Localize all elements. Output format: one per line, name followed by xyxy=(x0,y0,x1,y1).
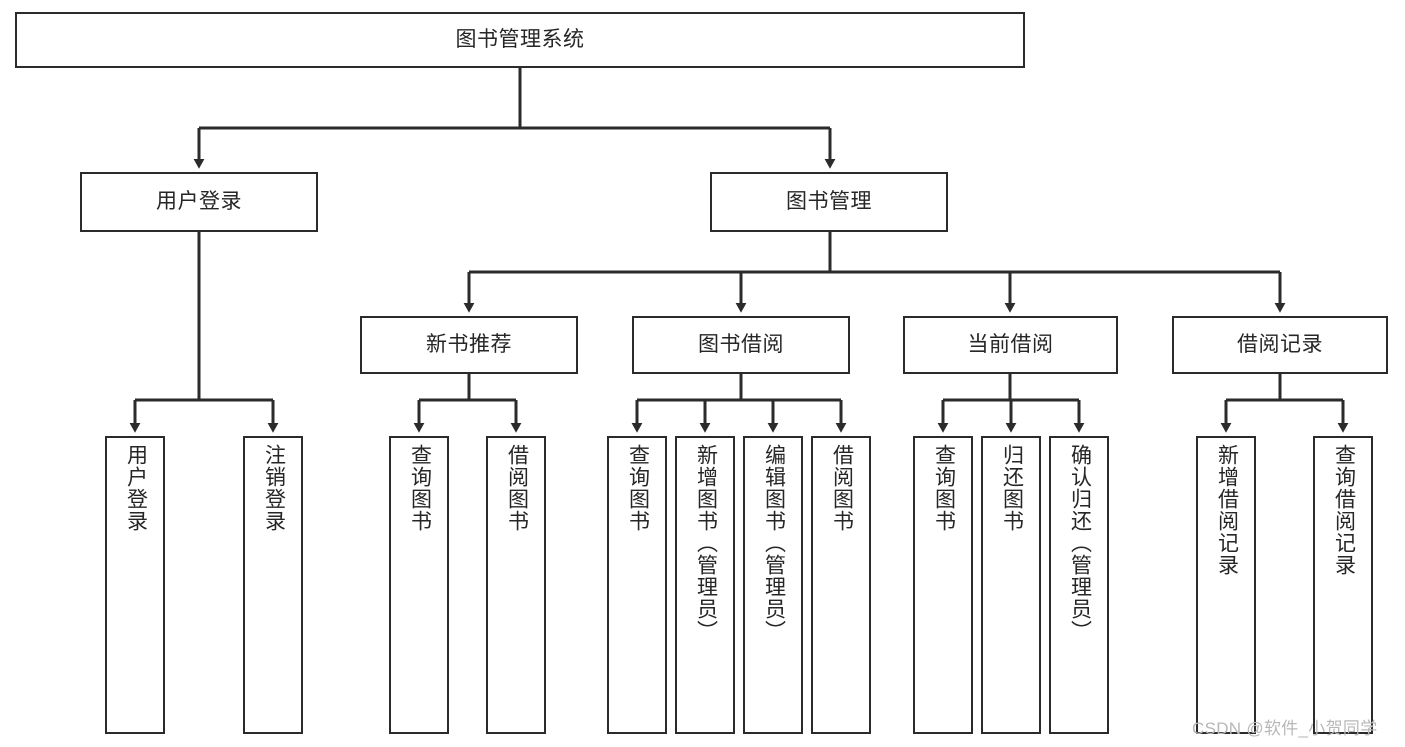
node-user-login-label: 用户登录 xyxy=(156,189,242,213)
node-leaf-borrow-book[interactable]: 借阅图书 xyxy=(811,436,871,734)
node-leaf-query-borrow-record[interactable]: 查询借阅记录 xyxy=(1313,436,1373,734)
node-leaf-add-borrow-record[interactable]: 新增借阅记录 xyxy=(1196,436,1256,734)
node-leaf-return-book-label: 归还图书 xyxy=(1000,444,1024,532)
node-leaf-borrow-book-recommend-label: 借阅图书 xyxy=(505,444,529,532)
node-leaf-return-book[interactable]: 归还图书 xyxy=(981,436,1041,734)
node-leaf-query-book-recommend[interactable]: 查询图书 xyxy=(389,436,449,734)
node-leaf-borrow-book-label: 借阅图书 xyxy=(830,444,854,532)
node-current-borrow-label: 当前借阅 xyxy=(967,332,1054,356)
node-borrow-record[interactable]: 借阅记录 xyxy=(1172,316,1388,374)
node-leaf-user-login[interactable]: 用户登录 xyxy=(105,436,165,734)
node-root[interactable]: 图书管理系统 xyxy=(15,12,1025,68)
node-leaf-query-book-current-label: 查询图书 xyxy=(932,444,956,532)
node-leaf-edit-book-admin-label: 编辑图书（管理员） xyxy=(762,444,786,642)
node-current-borrow[interactable]: 当前借阅 xyxy=(903,316,1118,374)
node-leaf-add-book-admin-label: 新增图书（管理员） xyxy=(694,444,718,642)
node-leaf-query-book-borrow-label: 查询图书 xyxy=(626,444,650,532)
node-leaf-confirm-return-admin-label: 确认归还（管理员） xyxy=(1068,444,1092,642)
node-leaf-query-borrow-record-label: 查询借阅记录 xyxy=(1332,444,1356,576)
node-leaf-add-book-admin[interactable]: 新增图书（管理员） xyxy=(675,436,735,734)
node-user-login[interactable]: 用户登录 xyxy=(80,172,318,232)
node-book-manage[interactable]: 图书管理 xyxy=(710,172,948,232)
node-book-borrow-label: 图书借阅 xyxy=(698,332,784,356)
node-leaf-confirm-return-admin[interactable]: 确认归还（管理员） xyxy=(1049,436,1109,734)
node-leaf-logout[interactable]: 注销登录 xyxy=(243,436,303,734)
node-new-book-recommend[interactable]: 新书推荐 xyxy=(360,316,578,374)
node-leaf-add-borrow-record-label: 新增借阅记录 xyxy=(1215,444,1239,576)
node-borrow-record-label: 借阅记录 xyxy=(1237,332,1323,356)
node-book-manage-label: 图书管理 xyxy=(786,189,872,213)
csdn-watermark: CSDN @软件_小贺同学 xyxy=(1192,719,1378,738)
node-leaf-query-book-recommend-label: 查询图书 xyxy=(408,444,432,532)
node-leaf-edit-book-admin[interactable]: 编辑图书（管理员） xyxy=(743,436,803,734)
node-leaf-query-book-current[interactable]: 查询图书 xyxy=(913,436,973,734)
node-leaf-query-book-borrow[interactable]: 查询图书 xyxy=(607,436,667,734)
node-new-book-recommend-label: 新书推荐 xyxy=(426,332,512,356)
node-root-label: 图书管理系统 xyxy=(455,27,585,51)
node-leaf-borrow-book-recommend[interactable]: 借阅图书 xyxy=(486,436,546,734)
node-book-borrow[interactable]: 图书借阅 xyxy=(632,316,850,374)
node-leaf-logout-label: 注销登录 xyxy=(262,444,286,532)
node-leaf-user-login-label: 用户登录 xyxy=(124,444,148,532)
